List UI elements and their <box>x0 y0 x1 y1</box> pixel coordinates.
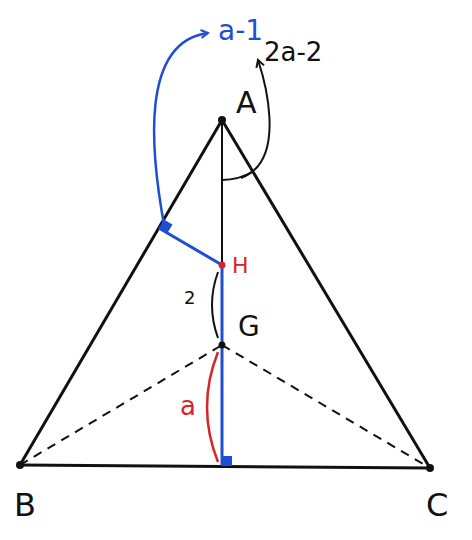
angle-label: 2a-2 <box>264 38 322 67</box>
median-dashes <box>20 345 430 468</box>
length-label: 2 <box>184 288 195 308</box>
points <box>16 116 434 472</box>
altitude-blue <box>221 268 224 466</box>
right-angle-mark <box>159 219 173 233</box>
length-label: a <box>180 392 196 421</box>
leader-arrow <box>154 33 208 230</box>
point-label: G <box>238 312 260 343</box>
point-label: H <box>232 254 249 278</box>
length-label: a-1 <box>218 16 263 47</box>
leader-arrow <box>241 60 270 178</box>
perpendicular-blue <box>159 228 222 265</box>
vertex-label: A <box>236 86 257 119</box>
triangle-sides <box>20 120 430 468</box>
right-angle-mark <box>222 456 232 466</box>
vertex-label: C <box>426 488 448 523</box>
vertex-label: B <box>14 488 36 523</box>
angle-arc <box>222 172 253 181</box>
segment-ah <box>221 120 223 265</box>
length-arc <box>207 352 218 462</box>
length-arc <box>212 272 218 338</box>
